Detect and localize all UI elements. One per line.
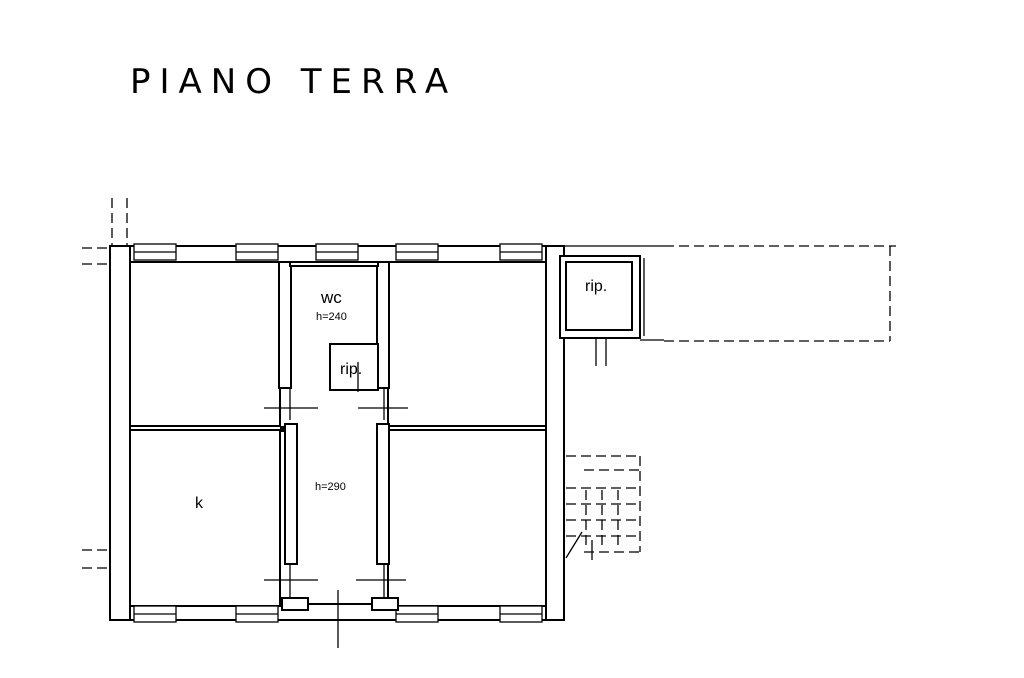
storage-label-annex: rip. bbox=[585, 278, 607, 295]
plan-title: PIANO TERRA bbox=[130, 62, 458, 102]
storage-label-small: rip. bbox=[340, 361, 362, 378]
wc-label: wc bbox=[320, 288, 342, 307]
windows bbox=[133, 243, 543, 623]
corridor-height-label: h=290 bbox=[315, 481, 346, 493]
partition-walls bbox=[278, 261, 390, 565]
exterior-stairs bbox=[565, 455, 641, 560]
kitchen-label: k bbox=[195, 495, 204, 512]
wc-height-label: h=240 bbox=[316, 311, 347, 323]
annex bbox=[559, 245, 896, 342]
